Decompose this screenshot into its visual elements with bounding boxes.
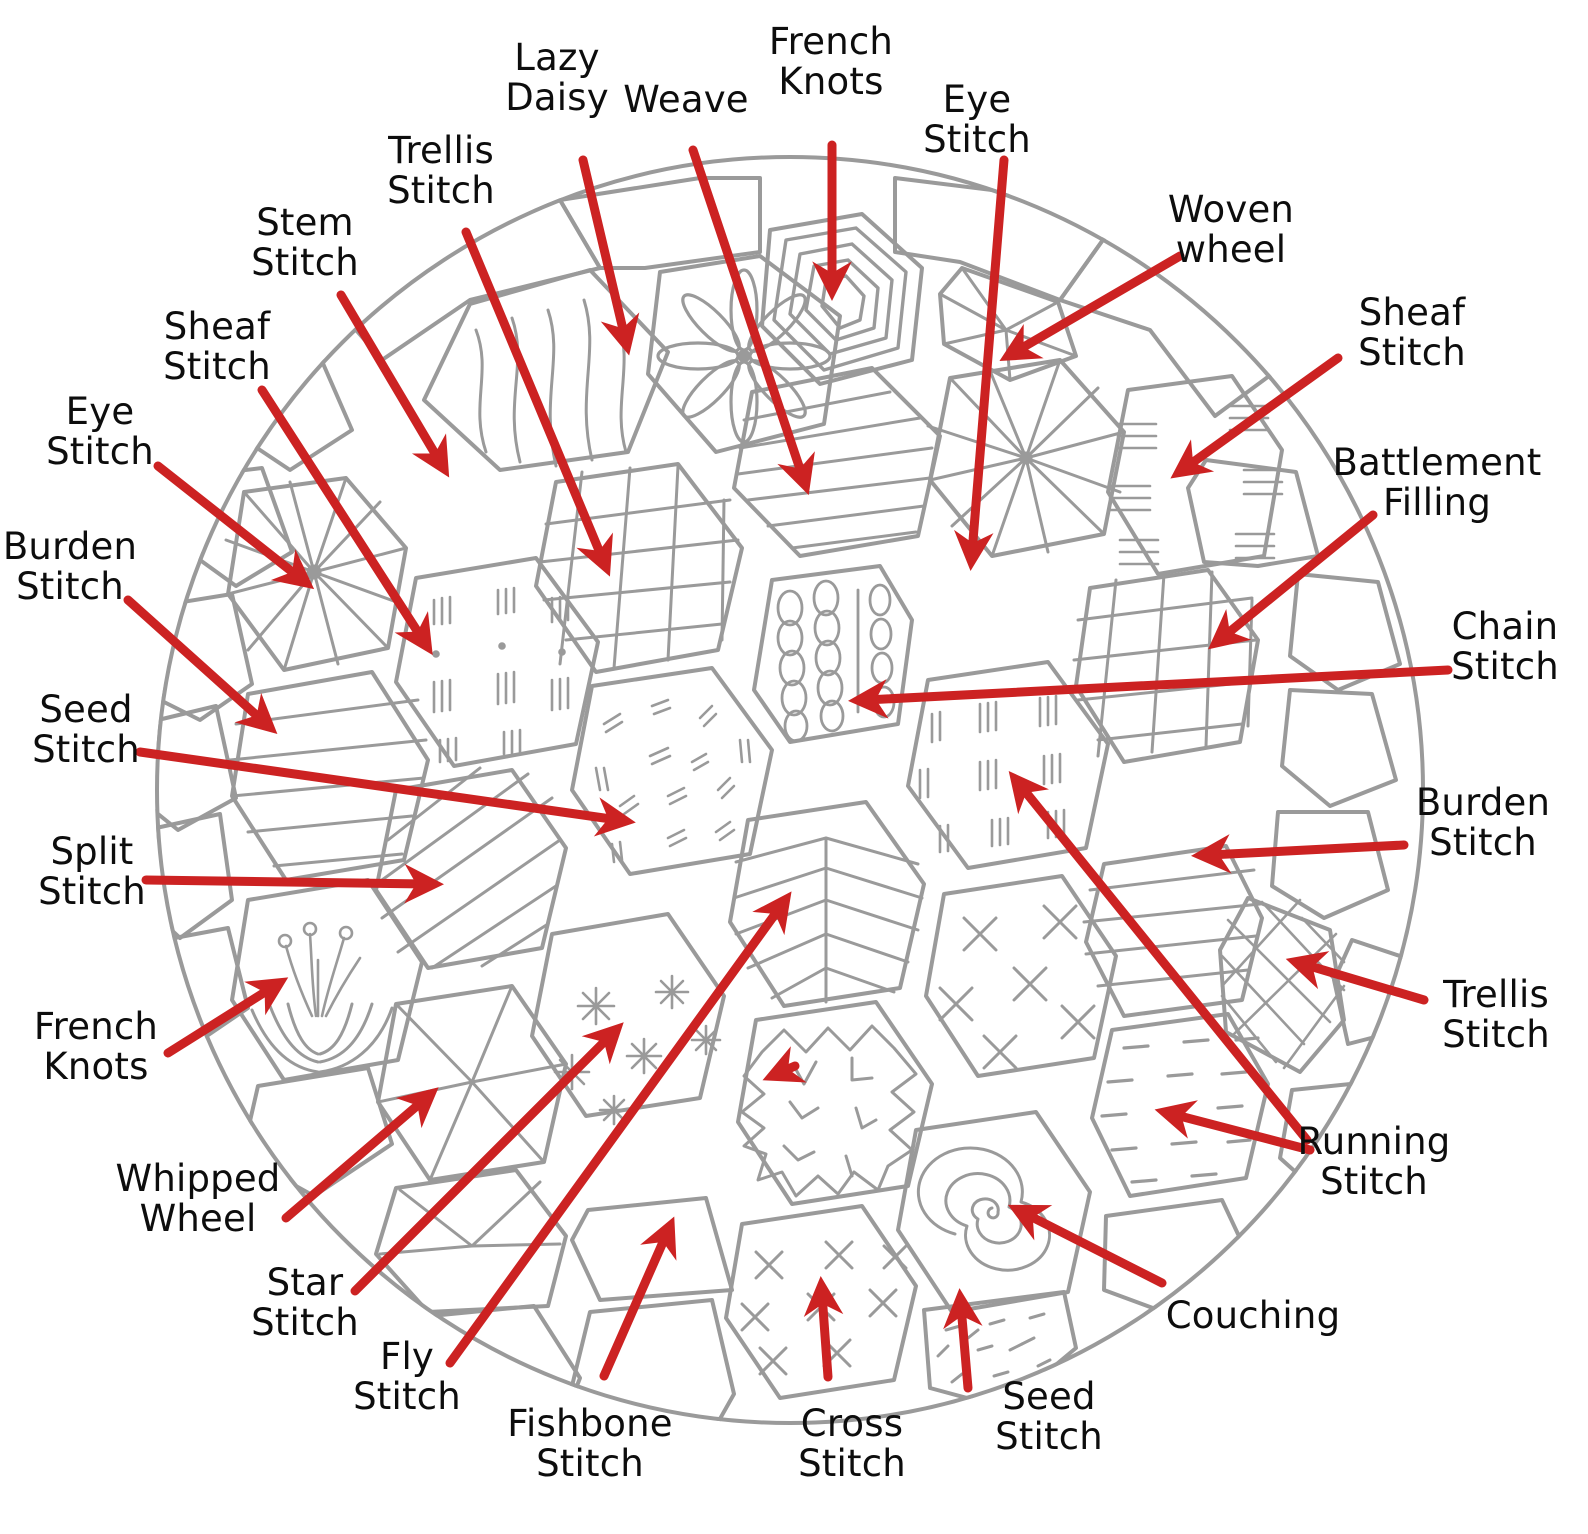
cell-sheaf-left: [394, 556, 600, 768]
label-trellis-stitch-top: Trellis Stitch: [387, 129, 495, 212]
label-burden-stitch-right: Burden Stitch: [1415, 781, 1551, 864]
arrow-woven-wheel: [999, 251, 1185, 362]
label-sheaf-stitch-right: Sheaf Stitch: [1358, 291, 1466, 374]
label-whipped-wheel: Whipped Wheel: [115, 1157, 281, 1240]
arrow-running-stitch: [1154, 1100, 1315, 1155]
label-fishbone-stitch: Fishbone Stitch: [507, 1402, 673, 1485]
arrow-trellis-top: [461, 227, 613, 577]
label-chain-stitch: Chain Stitch: [1451, 605, 1559, 688]
arrow-weave: [688, 145, 815, 496]
label-french-knots-top: French Knots: [768, 20, 894, 103]
cell-fly-stitch: [736, 1000, 934, 1206]
cell-weave: [732, 366, 942, 558]
label-woven-wheel: Woven wheel: [1167, 188, 1295, 271]
arrow-stem-stitch: [336, 290, 450, 478]
sampler-outer-circle: [155, 155, 1425, 1425]
cell-outer-right-b: [1280, 688, 1398, 808]
label-sheaf-stitch-left: Sheaf Stitch: [163, 305, 271, 388]
cell-bottom-mid-arc: [570, 1298, 736, 1425]
arrow-french-knots-left: [163, 977, 289, 1058]
cell-cross-stitch-bot: [724, 1204, 918, 1400]
couching-spiral: [916, 1146, 1052, 1272]
arrow-battlement: [1208, 510, 1378, 650]
label-trellis-stitch-right: Trellis Stitch: [1442, 973, 1550, 1056]
cell-lower-left-wedge-b: [374, 1168, 568, 1314]
arrow-cross-stitch: [803, 1276, 844, 1382]
arrow-seed-bottom: [943, 1288, 983, 1393]
arrow-seed-left: [135, 747, 636, 837]
label-star-stitch: Star Stitch: [251, 1261, 359, 1344]
label-battlement-filling: Battlement Filling: [1332, 441, 1542, 524]
label-seed-stitch-bottom: Seed Stitch: [995, 1375, 1103, 1458]
cell-star-stitch: [530, 912, 726, 1126]
label-seed-stitch-left: Seed Stitch: [32, 688, 140, 771]
label-cross-stitch: Cross Stitch: [798, 1402, 906, 1485]
label-weave: Weave: [623, 78, 749, 121]
label-burden-stitch-left: Burden Stitch: [2, 525, 138, 608]
cell-stem-stitch: [422, 268, 670, 472]
cell-couching: [896, 1110, 1092, 1314]
label-french-knots-left: French Knots: [33, 1005, 159, 1088]
cell-battlement-edge: [1186, 458, 1320, 568]
label-stem-stitch: Stem Stitch: [251, 201, 359, 284]
label-couching: Couching: [1165, 1294, 1341, 1337]
label-split-stitch: Split Stitch: [38, 830, 146, 913]
cell-top-mid-arc: [558, 176, 762, 270]
label-lazy-daisy: Lazy Daisy: [505, 36, 609, 119]
arrow-trellis-right: [1285, 951, 1429, 1005]
label-fly-stitch: Fly Stitch: [353, 1335, 461, 1418]
arrow-running-stitch-b: [1008, 771, 1312, 1145]
arrow-couching: [1007, 1204, 1167, 1288]
label-running-stitch: Running Stitch: [1297, 1120, 1451, 1203]
arrow-whipped-wheel: [281, 1087, 439, 1223]
arrow-burden-right: [1191, 834, 1409, 874]
arrow-split-stitch: [141, 863, 444, 904]
arrow-eye-stitch-top: [954, 155, 1009, 571]
arrow-chain-stitch: [848, 665, 1453, 719]
cell-outer-right-c: [1270, 810, 1390, 920]
arrow-fly-stitch: [445, 891, 792, 1368]
cell-trellis-right: [1218, 896, 1346, 1074]
arrow-fishbone-stitch: [599, 1216, 677, 1381]
cell-trellis-top: [534, 462, 744, 674]
cell-bottom-fly-arc: [570, 1196, 734, 1302]
cell-outer-left-b: [155, 704, 238, 832]
arrow-lazy-daisy: [578, 155, 640, 356]
arrow-sheaf-left: [257, 385, 433, 656]
arrow-star-stitch: [350, 1022, 624, 1296]
cell-seed-left: [570, 666, 774, 876]
cell-outer-left-c: [155, 812, 234, 940]
cell-burden-left: [228, 670, 430, 882]
label-eye-stitch-top: Eye Stitch: [923, 78, 1031, 161]
arrow-burden-left: [123, 595, 278, 735]
label-eye-stitch-left: Eye Stitch: [46, 390, 154, 473]
arrow-fly-second: [762, 1046, 807, 1083]
cell-lazy-daisy: [646, 254, 842, 454]
arrow-sheaf-right: [1170, 353, 1343, 479]
arrow-eye-left: [153, 461, 315, 590]
cell-cross-stitch-mid: [924, 874, 1118, 1078]
